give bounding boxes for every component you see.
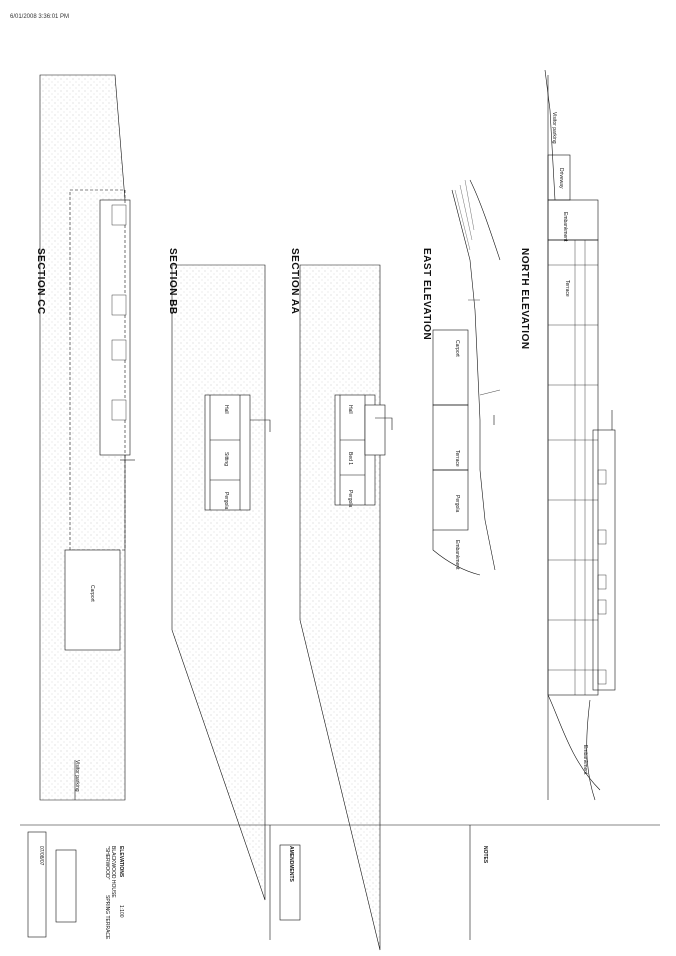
north-visitor-parking-label: Visitor parking xyxy=(551,112,557,144)
section-cc-carport xyxy=(64,549,121,651)
east-terrace-label: Terrace xyxy=(454,450,460,467)
east-elevation xyxy=(432,179,501,576)
north-elevation-title: NORTH ELEVATION xyxy=(519,248,530,350)
east-embankment-label: Embankment xyxy=(454,540,460,570)
title-block xyxy=(20,824,660,940)
east-carport-label: Carport xyxy=(454,340,460,357)
section-cc xyxy=(39,74,135,801)
section-cc-title: SECTION CC xyxy=(35,248,46,315)
east-carport-box xyxy=(432,329,469,406)
north-terrace-label: Terrace xyxy=(564,280,570,297)
bb-pergola-label: Pergola xyxy=(223,492,229,510)
cc-visitor-parking-label: Visitor parking xyxy=(74,760,80,792)
section-bb-ground-hatch xyxy=(171,264,266,901)
amendments-heading: AMENDMENTS xyxy=(288,846,294,882)
section-bb-title: SECTION BB xyxy=(167,248,178,315)
north-building-mass xyxy=(547,239,599,696)
east-ground-line xyxy=(451,189,496,571)
cc-carport-label: Carport xyxy=(89,585,95,602)
print-timestamp: 6/01/2008 3:36:01 PM xyxy=(10,14,70,20)
aa-pergola-label: Pergola xyxy=(347,490,353,508)
project-line2: "SHERWOOD" xyxy=(104,846,110,880)
drawing-title: ELEVATIONS xyxy=(118,846,124,878)
east-elevation-title: EAST ELEVATION xyxy=(421,248,432,341)
north-driveway-label: Driveway xyxy=(558,168,564,189)
north-elevation xyxy=(544,69,616,801)
east-pergola-label: Pergola xyxy=(454,495,460,513)
bb-hall-label: Hall xyxy=(223,405,229,414)
aa-hall-label: Hall xyxy=(347,405,353,414)
drawing-scale: 1:100 xyxy=(118,905,124,918)
section-aa xyxy=(299,264,393,951)
aa-bed1-label: Bed 1 xyxy=(347,452,353,466)
section-aa-title: SECTION AA xyxy=(289,248,300,315)
section-aa-ground-hatch xyxy=(299,264,381,951)
north-embankment-label: Embankment xyxy=(562,212,568,242)
bb-sitting-label: Sitting xyxy=(223,452,229,466)
north-embankment2-label: Embankment xyxy=(582,745,588,775)
section-bb xyxy=(171,264,271,901)
project-line3: SPRING TERRACE xyxy=(104,895,110,940)
notes-heading: NOTES xyxy=(482,846,488,864)
project-line1: BLACKWOOD HOUSE xyxy=(110,846,116,898)
drawing-number: 07/08/07 xyxy=(38,846,44,866)
